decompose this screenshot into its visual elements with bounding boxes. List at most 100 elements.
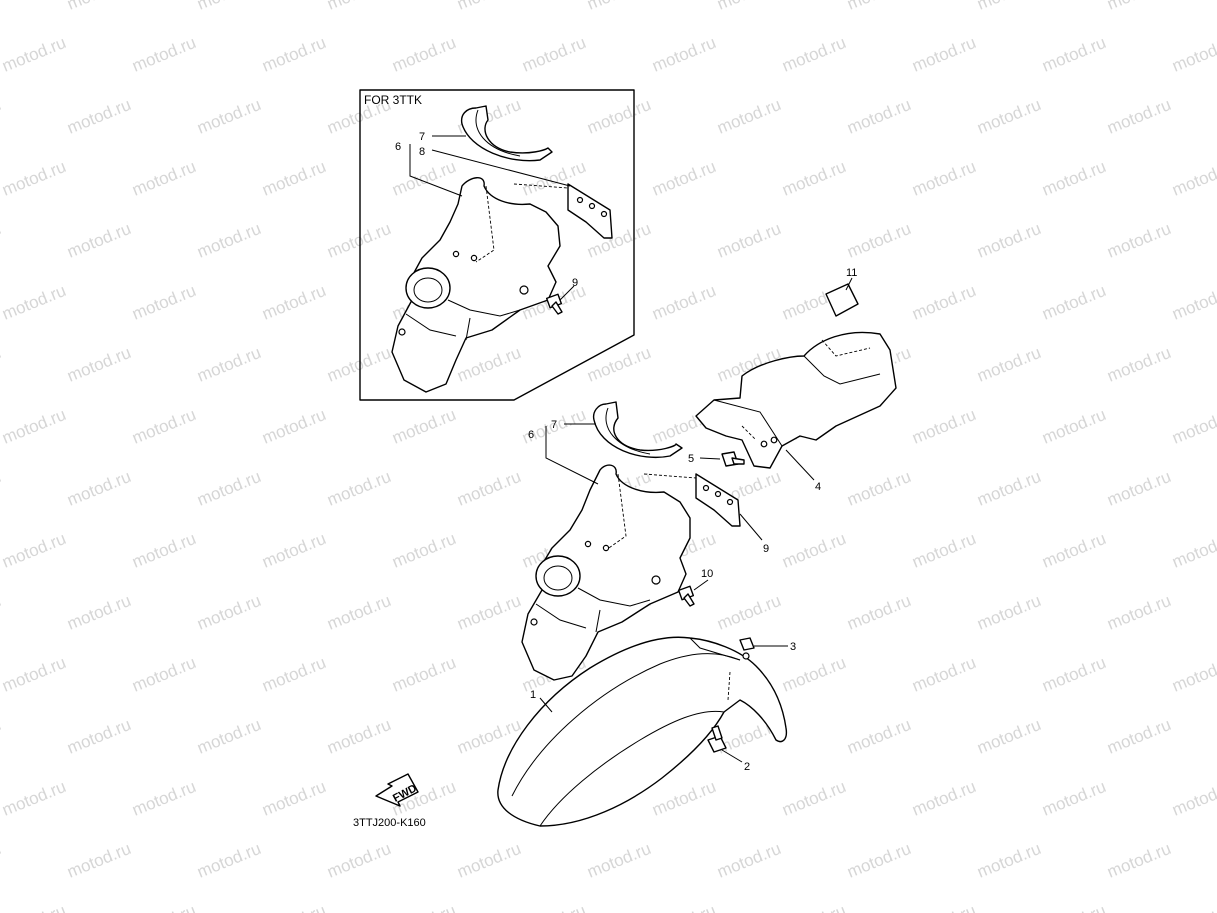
watermark-text: motod.ru xyxy=(259,529,328,572)
callout-3: 3 xyxy=(790,641,796,653)
watermark-text: motod.ru xyxy=(324,0,393,14)
watermark-text: motod.ru xyxy=(389,33,458,76)
watermark-text: motod.ru xyxy=(974,839,1043,882)
watermark-text: motod.ru xyxy=(1039,281,1108,324)
watermark-text: motod.ru xyxy=(974,343,1043,386)
watermark-text: motod.ru xyxy=(1169,901,1217,913)
bolt-10: 10 xyxy=(677,568,713,607)
watermark-text: motod.ru xyxy=(0,591,4,634)
watermark-text: motod.ru xyxy=(1104,343,1173,386)
watermark-text: motod.ru xyxy=(519,33,588,76)
callout-4: 4 xyxy=(815,481,821,493)
watermark-text: motod.ru xyxy=(1104,467,1173,510)
watermark-text: motod.ru xyxy=(1039,157,1108,200)
bolt-5: 5 xyxy=(688,451,745,467)
watermark-text: motod.ru xyxy=(129,157,198,200)
watermark-text: motod.ru xyxy=(1169,33,1217,76)
watermark-text: motod.ru xyxy=(259,281,328,324)
watermark-text: motod.ru xyxy=(909,281,978,324)
watermark-text: motod.ru xyxy=(259,157,328,200)
watermark-text: motod.ru xyxy=(844,467,913,510)
watermark-text: motod.ru xyxy=(909,529,978,572)
watermark-text: motod.ru xyxy=(779,157,848,200)
callout-11: 11 xyxy=(846,267,857,279)
watermark-text: motod.ru xyxy=(64,0,133,14)
callout-9: 9 xyxy=(763,543,769,555)
watermark-text: motod.ru xyxy=(259,901,328,913)
watermark-text: motod.ru xyxy=(714,839,783,882)
watermark-text: motod.ru xyxy=(779,33,848,76)
watermark-text: motod.ru xyxy=(0,715,4,758)
rear-fender-group: 11 4 xyxy=(695,267,897,493)
watermark-text: motod.ru xyxy=(324,715,393,758)
inset-box: FOR 3TTK xyxy=(359,89,635,401)
watermark-text: motod.ru xyxy=(389,901,458,913)
watermark-text: motod.ru xyxy=(1169,281,1217,324)
watermark-text: motod.ru xyxy=(974,715,1043,758)
rear-fender xyxy=(695,331,897,469)
watermark-text: motod.ru xyxy=(1039,405,1108,448)
watermark-text: motod.ru xyxy=(1169,529,1217,572)
watermark-text: motod.ru xyxy=(779,901,848,913)
front-fender xyxy=(497,636,788,827)
watermark-text: motod.ru xyxy=(844,839,913,882)
watermark-text: motod.ru xyxy=(1039,653,1108,696)
watermark-text: motod.ru xyxy=(324,343,393,386)
callout-2: 2 xyxy=(744,761,750,773)
watermark-text: motod.ru xyxy=(649,33,718,76)
callout-5: 5 xyxy=(688,453,694,465)
watermark-text: motod.ru xyxy=(0,95,4,138)
watermark-text: motod.ru xyxy=(194,715,263,758)
bolt-2: 2 xyxy=(707,725,750,773)
watermark-text: motod.ru xyxy=(844,0,913,14)
watermark-text: motod.ru xyxy=(129,653,198,696)
sticker-label xyxy=(825,283,859,317)
watermark-text: motod.ru xyxy=(194,95,263,138)
watermark-text: motod.ru xyxy=(1169,653,1217,696)
watermark-text: motod.ru xyxy=(1039,777,1108,820)
watermark-text: motod.ru xyxy=(1104,839,1173,882)
watermark-text: motod.ru xyxy=(389,405,458,448)
part-code: 3TTJ200-K160 xyxy=(353,817,426,829)
watermark-text: motod.ru xyxy=(389,157,458,200)
watermark-text: motod.ru xyxy=(0,281,69,324)
watermark-text: motod.ru xyxy=(714,95,783,138)
watermark-text: motod.ru xyxy=(194,591,263,634)
watermark-text: motod.ru xyxy=(0,777,69,820)
callout-6-inset: 6 xyxy=(395,141,401,153)
watermark-text: motod.ru xyxy=(584,839,653,882)
watermark-text: motod.ru xyxy=(0,653,69,696)
watermark-text: motod.ru xyxy=(64,715,133,758)
watermark-text: motod.ru xyxy=(584,343,653,386)
rear-shroud xyxy=(521,464,691,681)
watermark-text: motod.ru xyxy=(1039,33,1108,76)
watermark-text: motod.ru xyxy=(259,33,328,76)
watermark-text: motod.ru xyxy=(0,33,69,76)
watermark-text: motod.ru xyxy=(194,343,263,386)
watermark-text: motod.ru xyxy=(909,653,978,696)
watermark-text: motod.ru xyxy=(714,219,783,262)
watermark-text: motod.ru xyxy=(0,901,69,913)
watermark-text: motod.ru xyxy=(324,467,393,510)
watermark-text: motod.ru xyxy=(1104,95,1173,138)
watermark-text: motod.ru xyxy=(909,157,978,200)
watermark-text: motod.ru xyxy=(779,777,848,820)
watermark-text: motod.ru xyxy=(0,529,69,572)
watermark-text: motod.ru xyxy=(974,591,1043,634)
watermark-text: motod.ru xyxy=(454,0,523,14)
watermark-text: motod.ru xyxy=(974,467,1043,510)
watermark-text: motod.ru xyxy=(1169,157,1217,200)
watermark-text: motod.ru xyxy=(714,591,783,634)
watermark-text: motod.ru xyxy=(974,95,1043,138)
watermark-text: motod.ru xyxy=(649,777,718,820)
watermark-text: motod.ru xyxy=(454,467,523,510)
watermark-text: motod.ru xyxy=(649,157,718,200)
watermark-text: motod.ru xyxy=(844,95,913,138)
watermark-text: motod.ru xyxy=(64,219,133,262)
watermark-text: motod.ru xyxy=(1104,715,1173,758)
callout-9-inset: 9 xyxy=(572,277,578,289)
watermark-text: motod.ru xyxy=(844,591,913,634)
watermark-text: motod.ru xyxy=(649,281,718,324)
watermark-text: motod.ru xyxy=(844,219,913,262)
